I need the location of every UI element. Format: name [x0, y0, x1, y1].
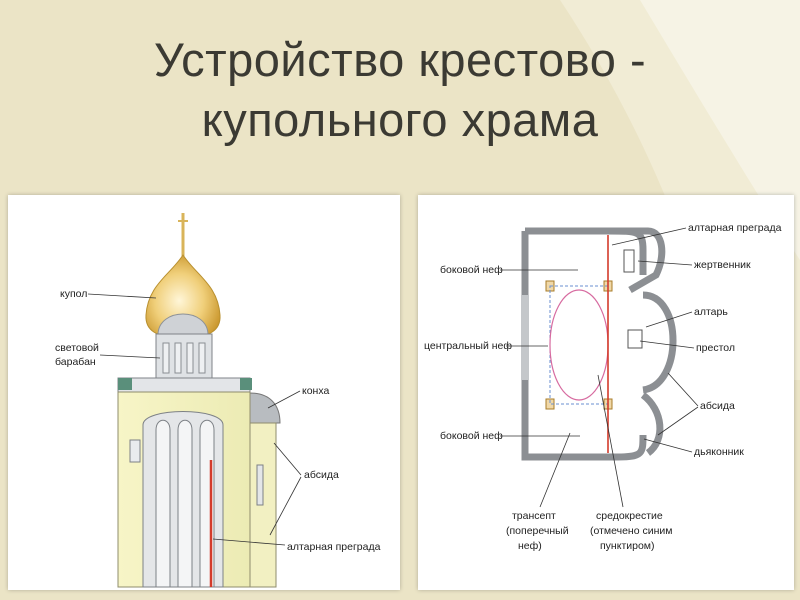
crossing-outline: [549, 285, 609, 405]
label-apse-plan: абсида: [700, 400, 735, 412]
prothesis-table: [623, 249, 635, 273]
label-apse: абсида: [304, 469, 339, 481]
label-throne: престол: [696, 342, 735, 354]
label-side-nave-bottom: боковой неф: [440, 430, 503, 442]
plan-pillars: [545, 280, 613, 410]
church-elevation-svg: купол световой барабан конха абсида алта…: [55, 213, 381, 588]
label-crossing-1: средокрестие: [596, 510, 663, 522]
label-prothesis: жертвенник: [694, 259, 751, 271]
plan-walls: [521, 227, 677, 461]
title-line-1: Устройство крестово -: [153, 33, 647, 86]
church-elevation-diagram: купол световой барабан конха абсида алта…: [8, 195, 400, 590]
label-altar: алтарь: [694, 306, 728, 318]
west-wall-segment: [521, 295, 529, 380]
church-floor-plan: алтарная преграда боковой неф жертвенник…: [418, 195, 794, 590]
light-drum: [155, 333, 213, 385]
label-diaconicon: дьяконник: [694, 446, 744, 458]
label-central-nave: центральный неф: [424, 340, 512, 352]
slide-title: Устройство крестово - купольного храма: [0, 30, 800, 150]
inner-dome: [157, 313, 209, 336]
label-dome: купол: [60, 288, 87, 300]
apse-window: [256, 464, 264, 506]
label-light-drum-1: световой: [55, 342, 99, 354]
concha: [249, 392, 281, 424]
label-side-nave-top: боковой неф: [440, 264, 503, 276]
title-line-2: купольного храма: [201, 93, 599, 146]
label-crossing-2: (отмечено синим: [590, 525, 673, 537]
cross-icon: [178, 213, 188, 257]
roof-left-cap: [118, 378, 132, 390]
label-altar-screen-plan: алтарная преграда: [688, 222, 782, 234]
floor-plan-svg: алтарная преграда боковой неф жертвенник…: [424, 222, 782, 552]
label-transept-2: (поперечный: [506, 525, 569, 537]
left-window: [129, 439, 141, 463]
label-transept-1: трансепт: [512, 510, 556, 522]
label-crossing-3: пунктиром): [600, 540, 655, 552]
label-light-drum-2: барабан: [55, 356, 96, 368]
throne-table: [627, 329, 643, 349]
roof-level: [117, 377, 251, 393]
label-concha: конха: [302, 385, 329, 397]
roof-right-cap: [240, 378, 252, 390]
label-altar-screen: алтарная преграда: [287, 541, 381, 553]
label-transept-3: неф): [518, 540, 542, 552]
